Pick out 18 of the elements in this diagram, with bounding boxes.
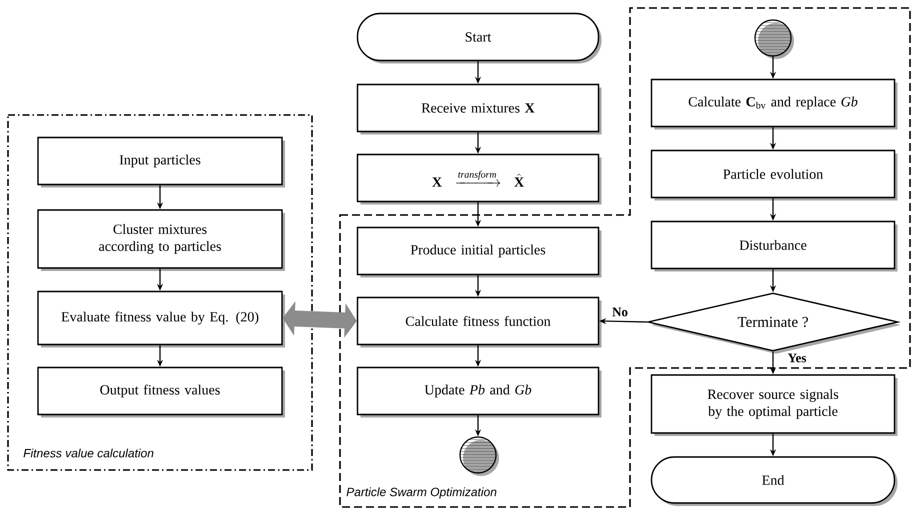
process-box: Input particles [37,136,285,188]
process-box: Update Pb and Gb [356,366,602,418]
connector-circle [459,436,499,476]
process-box: $\mathbf{X} \xrightarrow{\mathit{transform}} \hat{\mathbf{X}}$ [356,154,602,204]
process-box: Output fitness values [37,366,285,418]
process-box: Recover source signals by the optimal particle [650,374,898,436]
process-box: Particle evolution [650,150,898,200]
connector-circle [754,19,794,59]
node-label: Terminate ? [738,316,808,328]
process-box: Produce initial particles [356,226,602,278]
process-box: Calculate fitness function [356,296,602,348]
process-box: Disturbance [650,220,898,272]
edge-label: No [612,308,628,316]
edge-label: Yes [788,354,806,362]
process-box: Evaluate fitness value by Eq. (20) [37,290,285,348]
process-box: Cluster mixtures according to particles [37,209,285,271]
process-box: Receive mixtures X [356,84,602,134]
process-box: Calculate C$_{bv}$ and replace Gb [650,78,898,130]
